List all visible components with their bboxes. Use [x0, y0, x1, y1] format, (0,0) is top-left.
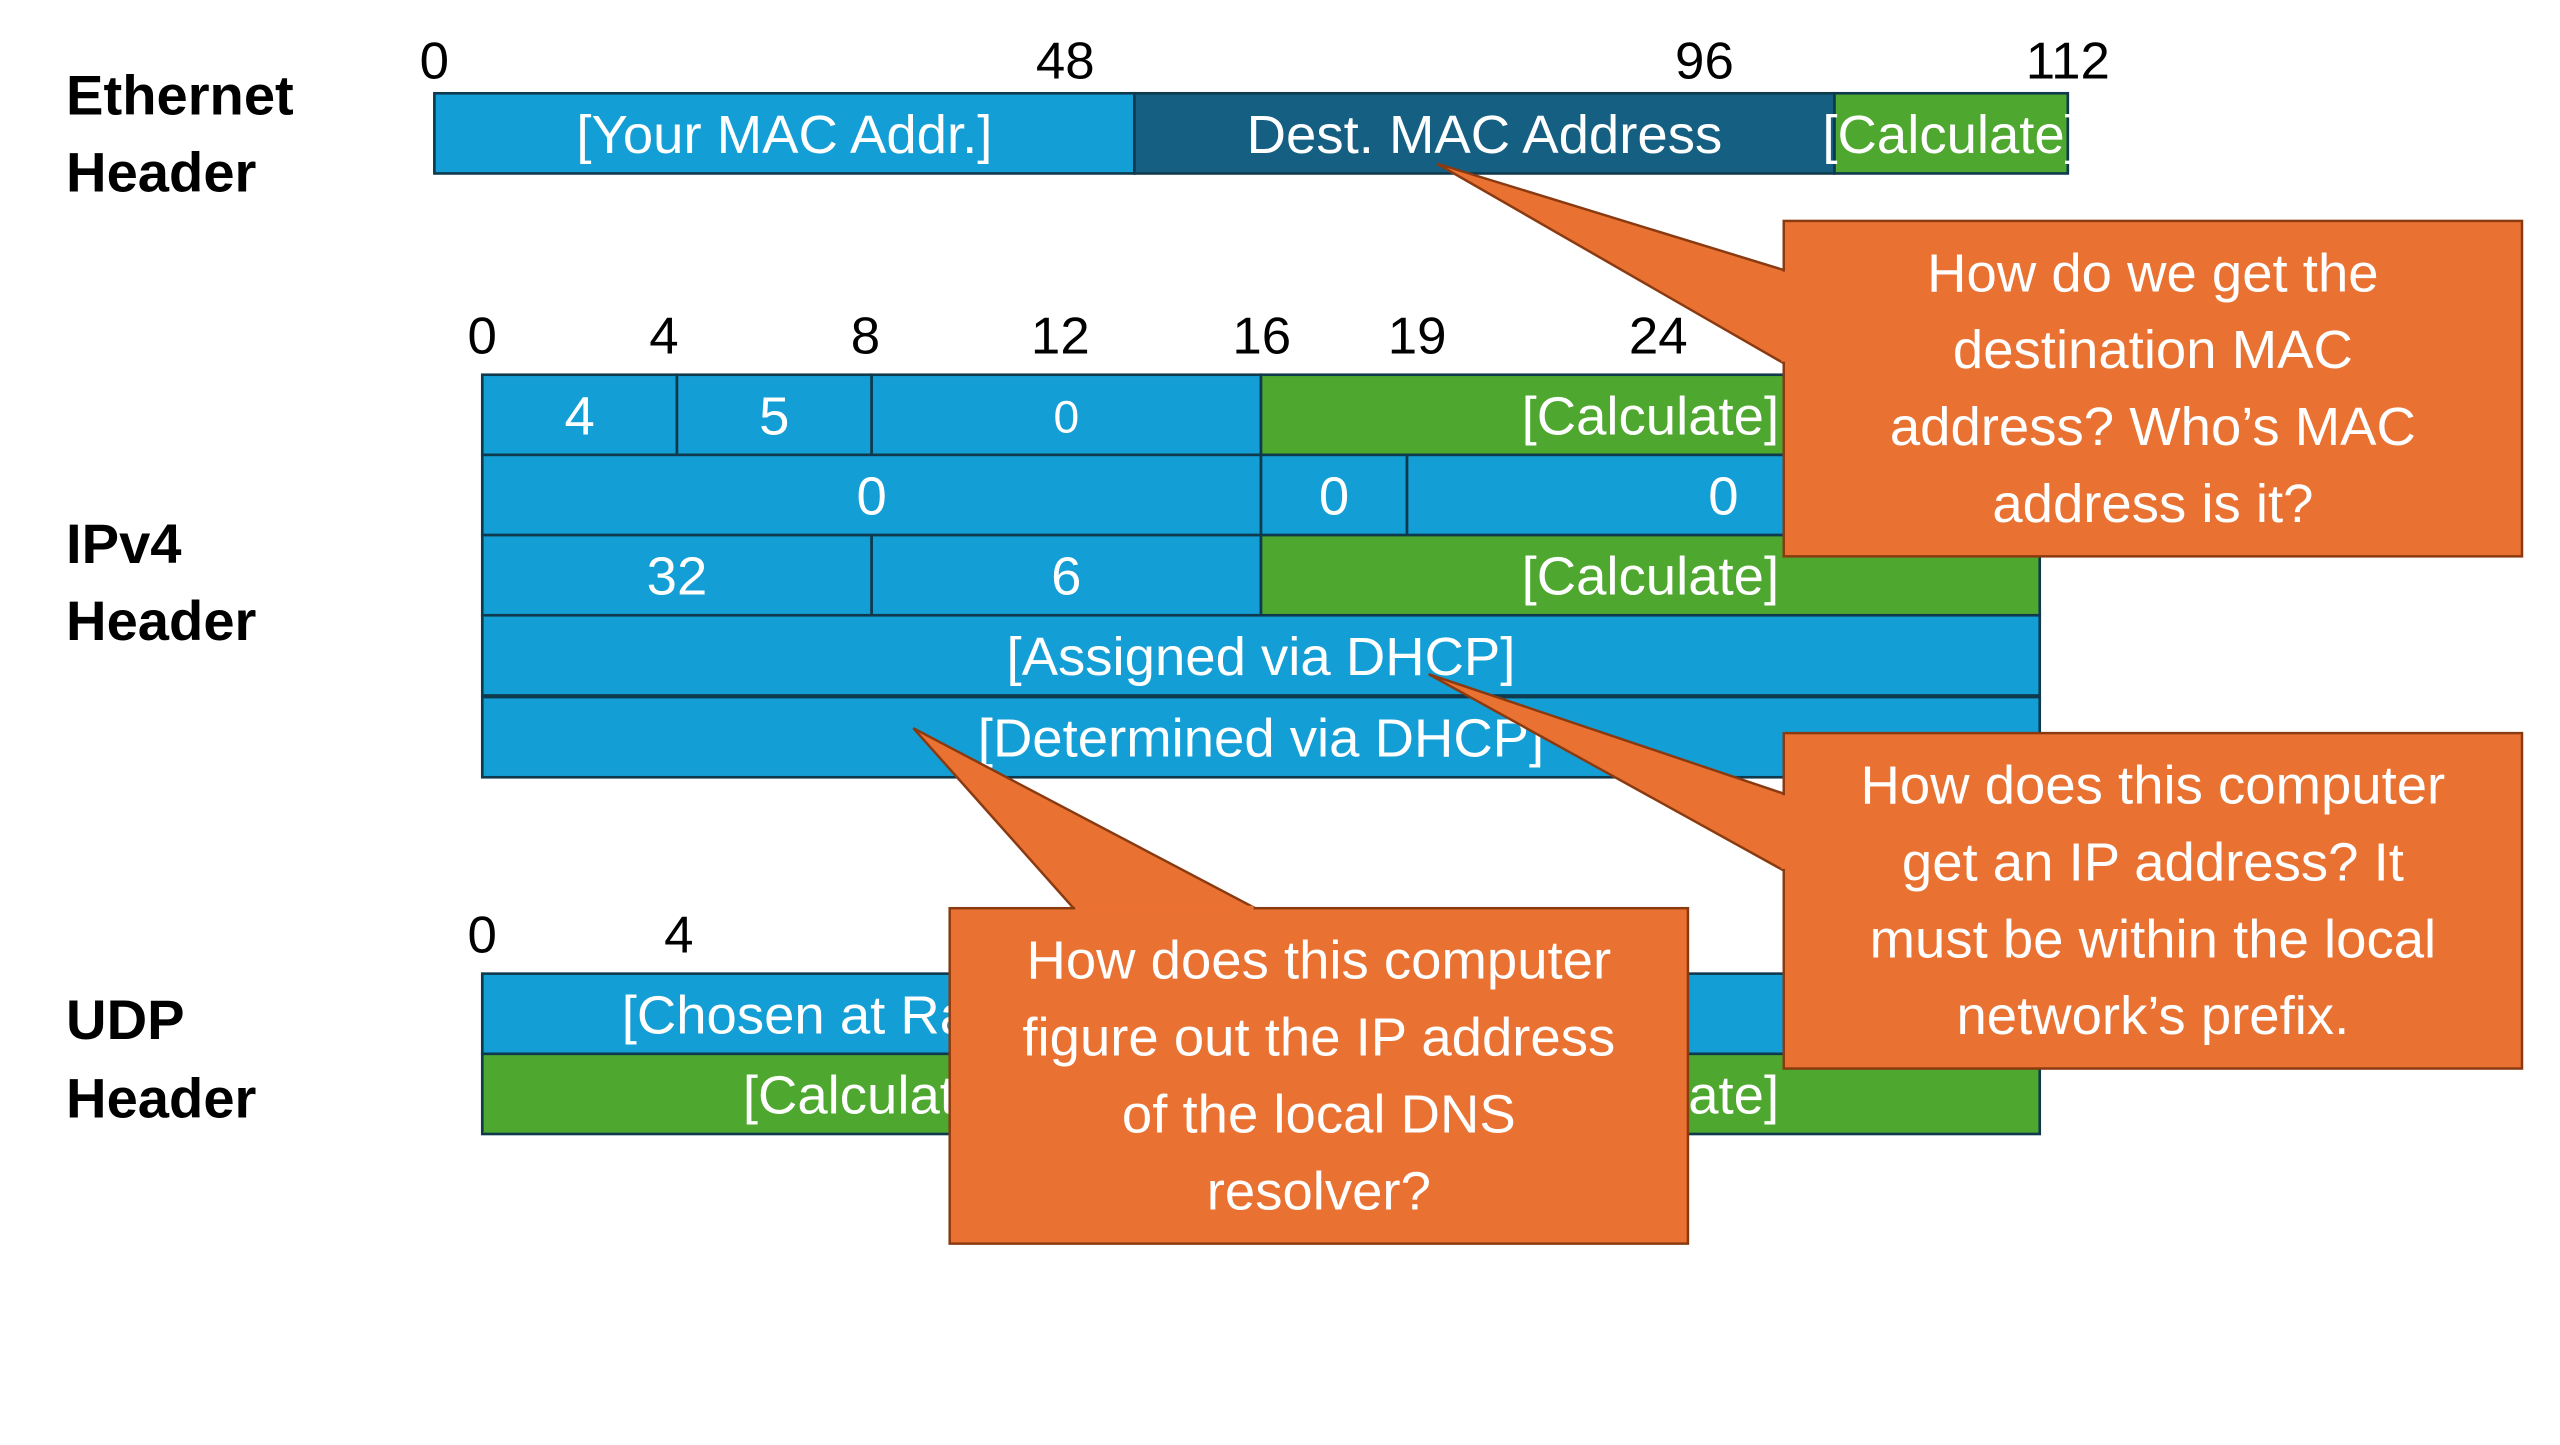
ipv4-field: 0 — [480, 453, 1263, 537]
ipv4-field-label: [Assigned via DHCP] — [1007, 627, 1516, 687]
ethernet-tick: 96 — [1675, 32, 1734, 91]
ipv4-field-label: 4 — [564, 387, 594, 447]
ipv4-field-label: 0 — [1053, 391, 1079, 443]
ipv4-bit-ticks: 0 4 8 12 16 19 24 — [468, 307, 1688, 366]
callout-dns-resolver: How does this computer figure out the IP … — [912, 727, 1690, 1245]
ipv4-field-label: [Calculate] — [1522, 387, 1779, 447]
callout-text-line: of the local DNS — [1122, 1085, 1516, 1145]
callout-ip-address: How does this computer get an IP address?… — [1428, 673, 2524, 1070]
callout-text-line: must be within the local — [1870, 909, 2436, 969]
ethernet-section-label: Ethernet Header — [66, 64, 294, 204]
ipv4-field-box — [480, 695, 2042, 779]
ipv4-field-box — [480, 533, 873, 617]
ethernet-tick: 48 — [1036, 32, 1095, 91]
callout-text-line: How does this computer — [1026, 931, 1611, 991]
callout-pointer — [1436, 162, 1785, 366]
ipv4-field: 32 — [480, 533, 873, 617]
callout-box — [948, 906, 1690, 1245]
ipv4-label-line2: Header — [66, 589, 256, 652]
ipv4-field-label: 0 — [1708, 467, 1738, 527]
ipv4-field-label: 32 — [647, 547, 708, 607]
callout-box — [1782, 219, 2524, 558]
ipv4-tick: 12 — [1031, 307, 1090, 366]
ipv4-tick: 4 — [649, 307, 678, 366]
ipv4-field: [Assigned via DHCP] — [480, 613, 2042, 697]
ethernet-header-fields: [Your MAC Addr.] Dest. MAC Address [Calcul… — [433, 91, 2080, 175]
ipv4-tick: 24 — [1629, 307, 1688, 366]
ipv4-field: 6 — [870, 533, 1263, 617]
ipv4-field-box — [480, 613, 2042, 697]
udp-label-line1: UDP — [66, 988, 185, 1051]
ipv4-field-label: 5 — [759, 387, 789, 447]
ipv4-field-box — [870, 373, 1263, 457]
ipv4-field-label: [Determined via DHCP] — [978, 709, 1544, 769]
ethernet-tick: 0 — [420, 32, 449, 91]
ipv4-field: 0 — [1259, 453, 1409, 537]
ethernet-row: [Your MAC Addr.] Dest. MAC Address [Calcul… — [433, 91, 2080, 175]
callout-dest-mac: How do we get the destination MAC address?… — [1436, 162, 2524, 558]
ethernet-label-line2: Header — [66, 141, 256, 204]
ipv4-field: 0 — [870, 373, 1263, 457]
udp-label-line2: Header — [66, 1067, 256, 1130]
ipv4-label-line1: IPv4 — [66, 512, 181, 575]
ipv4-field-label: 0 — [1319, 467, 1349, 527]
ipv4-field: [Determined via DHCP] — [480, 695, 2042, 779]
udp-tick: 4 — [664, 906, 693, 965]
callout-text-line: destination MAC — [1953, 320, 2353, 380]
ethernet-field: [Calculate] — [1822, 91, 2080, 175]
udp-section-label: UDP Header — [66, 988, 256, 1129]
ethernet-field-label: [Calculate] — [1822, 105, 2079, 165]
ethernet-field-label: Dest. MAC Address — [1247, 105, 1723, 165]
ipv4-field-box — [870, 533, 1263, 617]
callout-text-line: resolver? — [1207, 1161, 1431, 1221]
udp-tick: 0 — [468, 906, 497, 965]
ipv4-field-box — [1259, 453, 1409, 537]
ethernet-bit-ticks: 0 48 96 112 — [420, 32, 2110, 91]
ethernet-field-box — [1833, 91, 2070, 175]
ipv4-field: 4 — [480, 373, 679, 457]
ipv4-tick: 0 — [468, 307, 497, 366]
callout-text-line: get an IP address? It — [1902, 833, 2404, 893]
ipv4-tick: 8 — [851, 307, 880, 366]
ipv4-section-label: IPv4 Header — [66, 512, 256, 652]
callout-text-line: How does this computer — [1861, 756, 2446, 816]
udp-bit-ticks: 0 4 — [468, 906, 694, 965]
callout-text-line: network’s prefix. — [1956, 986, 2349, 1046]
callout-text-line: How do we get the — [1927, 243, 2378, 303]
callout-text-line: figure out the IP address — [1022, 1008, 1615, 1068]
ipv4-row: [Determined via DHCP] — [480, 695, 2042, 779]
ipv4-tick: 19 — [1388, 307, 1447, 366]
ipv4-row: [Assigned via DHCP] — [480, 613, 2042, 697]
ethernet-field-box — [433, 91, 1136, 175]
ethernet-label-line1: Ethernet — [66, 64, 294, 127]
ethernet-field: Dest. MAC Address — [1133, 91, 1836, 175]
callout-text-line: address? Who’s MAC — [1890, 397, 2416, 457]
ipv4-field-label: 0 — [856, 467, 886, 527]
ipv4-field: 5 — [675, 373, 873, 457]
callout-text-line: address is it? — [1992, 474, 2313, 534]
ethernet-field: [Your MAC Addr.] — [433, 91, 1136, 175]
ethernet-field-box — [1133, 91, 1836, 175]
ipv4-field-label: [Calculate] — [1522, 547, 1779, 607]
callouts: How do we get the destination MAC address?… — [912, 162, 2524, 1245]
ethernet-tick: 112 — [2026, 32, 2110, 91]
ipv4-tick: 16 — [1232, 307, 1291, 366]
ipv4-field-label: 6 — [1051, 547, 1081, 607]
callout-box — [1782, 731, 2524, 1070]
ethernet-field-label: [Your MAC Addr.] — [576, 105, 992, 165]
